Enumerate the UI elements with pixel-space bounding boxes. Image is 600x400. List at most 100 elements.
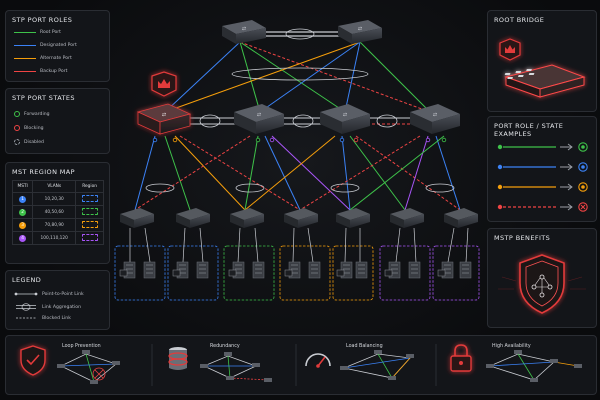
blocked-link-icon (16, 317, 36, 319)
svg-text:⇄: ⇄ (242, 26, 246, 32)
example-row (497, 142, 588, 152)
distribution-links (134, 135, 461, 211)
access-switch-4[interactable] (284, 208, 318, 228)
example-row (497, 162, 588, 172)
forward-dot-icon (581, 165, 585, 169)
vlans-cell: 10,20,30 (32, 192, 77, 206)
vlans-cell: 40,50,60 (32, 205, 77, 219)
root-port-line (14, 32, 36, 33)
msti-badge: 3 (19, 221, 27, 229)
core-switch-2[interactable]: ⇄ (338, 20, 382, 44)
region-swatch (81, 194, 98, 202)
arrow-right-icon (560, 163, 573, 171)
access-switch-3[interactable] (230, 208, 264, 228)
server-icon (284, 261, 301, 279)
port-roles-title: STP PORT ROLES (12, 16, 73, 24)
role-designated-port: Designated Port (14, 43, 77, 48)
root-bridge-illustration (499, 38, 586, 98)
port-role-examples-panel: PORT ROLE / STATE EXAMPLES (487, 116, 597, 222)
svg-text:⇄: ⇄ (162, 112, 166, 118)
mstp-benefits-panel: MSTP BENEFITS (487, 228, 597, 328)
redundancy-graphic (200, 352, 272, 382)
server-icon (408, 261, 421, 279)
block-x-icon (580, 204, 586, 210)
host-regions (114, 245, 480, 301)
example-row (497, 182, 588, 192)
arrow-right-icon (560, 143, 573, 151)
gauge-icon (305, 353, 331, 368)
svg-text:⇄: ⇄ (358, 26, 362, 32)
table-row: 2 40,50,60 (11, 205, 104, 219)
root-bridge-panel: ROOT BRIDGE (487, 10, 597, 112)
benefits-strip: Loop Prevention Redundancy Load Balancin… (5, 335, 597, 395)
blocking-dot-icon (14, 125, 20, 131)
mst-region-map-title: MST REGION MAP (12, 168, 75, 176)
distribution-switch-2[interactable]: ⇄ (234, 104, 284, 134)
distribution-switch-3[interactable]: ⇄ (320, 104, 370, 134)
benefit-high-availability: High Availability (492, 344, 531, 349)
server-icon (196, 261, 209, 279)
port-roles-panel: STP PORT ROLES Root Port Designated Port… (5, 10, 110, 82)
role-root-port: Root Port (14, 30, 61, 35)
benefit-load-balancing: Load Balancing (346, 344, 383, 349)
arrow-right-icon (560, 203, 573, 211)
svg-text:⇄: ⇄ (433, 112, 437, 118)
load-balancing-graphic (340, 350, 414, 380)
mstp-shield-illustration (498, 254, 586, 314)
root-bridge-title: ROOT BRIDGE (494, 16, 545, 24)
port-states-panel: STP PORT STATES Forwarding Blocking Disa… (5, 88, 110, 154)
forward-dot-icon (581, 185, 585, 189)
legend-title: LEGEND (12, 276, 42, 284)
server-icon (252, 261, 265, 279)
svg-text:⇄: ⇄ (257, 112, 261, 118)
access-switch-2[interactable] (176, 208, 210, 228)
benefits-strip-art (20, 344, 582, 386)
access-switch-7[interactable] (444, 208, 478, 228)
server-icon (384, 261, 401, 279)
region-swatch (81, 220, 98, 228)
state-blocking: Blocking (14, 125, 44, 131)
access-switch-6[interactable] (390, 208, 424, 228)
root-bridge-switch-icon (504, 64, 586, 98)
port-dots (152, 109, 447, 143)
access-switch-5[interactable] (336, 208, 370, 228)
table-row: 4 100,110,120 (11, 231, 104, 245)
distribution-switch-root[interactable]: ⇄ (136, 103, 192, 135)
link-aggregation-icon (16, 303, 36, 311)
port-role-examples-title: PORT ROLE / STATE EXAMPLES (494, 122, 564, 138)
lock-icon (450, 344, 472, 372)
designated-port-line (14, 45, 36, 46)
role-alternate-port: Alternate Port (14, 56, 72, 61)
col-msti: MSTI (11, 180, 34, 193)
msti-badge: 1 (19, 195, 27, 203)
distribution-switch-4[interactable]: ⇄ (410, 104, 460, 134)
col-vlans: VLANs (32, 180, 77, 193)
access-switch-1[interactable] (120, 208, 154, 228)
core-links (164, 28, 431, 128)
server-icon (143, 261, 156, 279)
server-icon (119, 261, 136, 279)
port-states-title: STP PORT STATES (12, 94, 75, 102)
state-forwarding: Forwarding (14, 111, 50, 117)
server-icon (437, 261, 454, 279)
mst-region-map-panel: MST REGION MAP MSTI VLANs Region 1 10,20… (5, 162, 110, 264)
core-switch-1[interactable]: ⇄ (222, 20, 266, 44)
legend-point-to-point: Point-to-Point Link (14, 291, 84, 297)
root-bridge-crown-icon (151, 71, 177, 97)
server-icon (336, 261, 353, 279)
disabled-dot-icon (14, 139, 20, 145)
mst-region-table: MSTI VLANs Region 1 10,20,30 2 40,50,60 … (11, 180, 104, 245)
legend-panel: LEGEND Point-to-Point Link Link Aggregat… (5, 270, 110, 330)
loop-prevention-graphic (57, 350, 120, 384)
vlans-cell: 100,110,120 (32, 231, 77, 245)
region-swatch (81, 207, 98, 215)
server-icon (228, 261, 245, 279)
legend-blocked-link: Blocked Link (14, 315, 71, 321)
benefit-redundancy: Redundancy (210, 344, 240, 349)
role-backup-port: Backup Port (14, 69, 67, 74)
database-icon (168, 347, 188, 370)
msti-badge: 4 (19, 234, 27, 242)
table-row: 3 70,80,90 (11, 218, 104, 232)
